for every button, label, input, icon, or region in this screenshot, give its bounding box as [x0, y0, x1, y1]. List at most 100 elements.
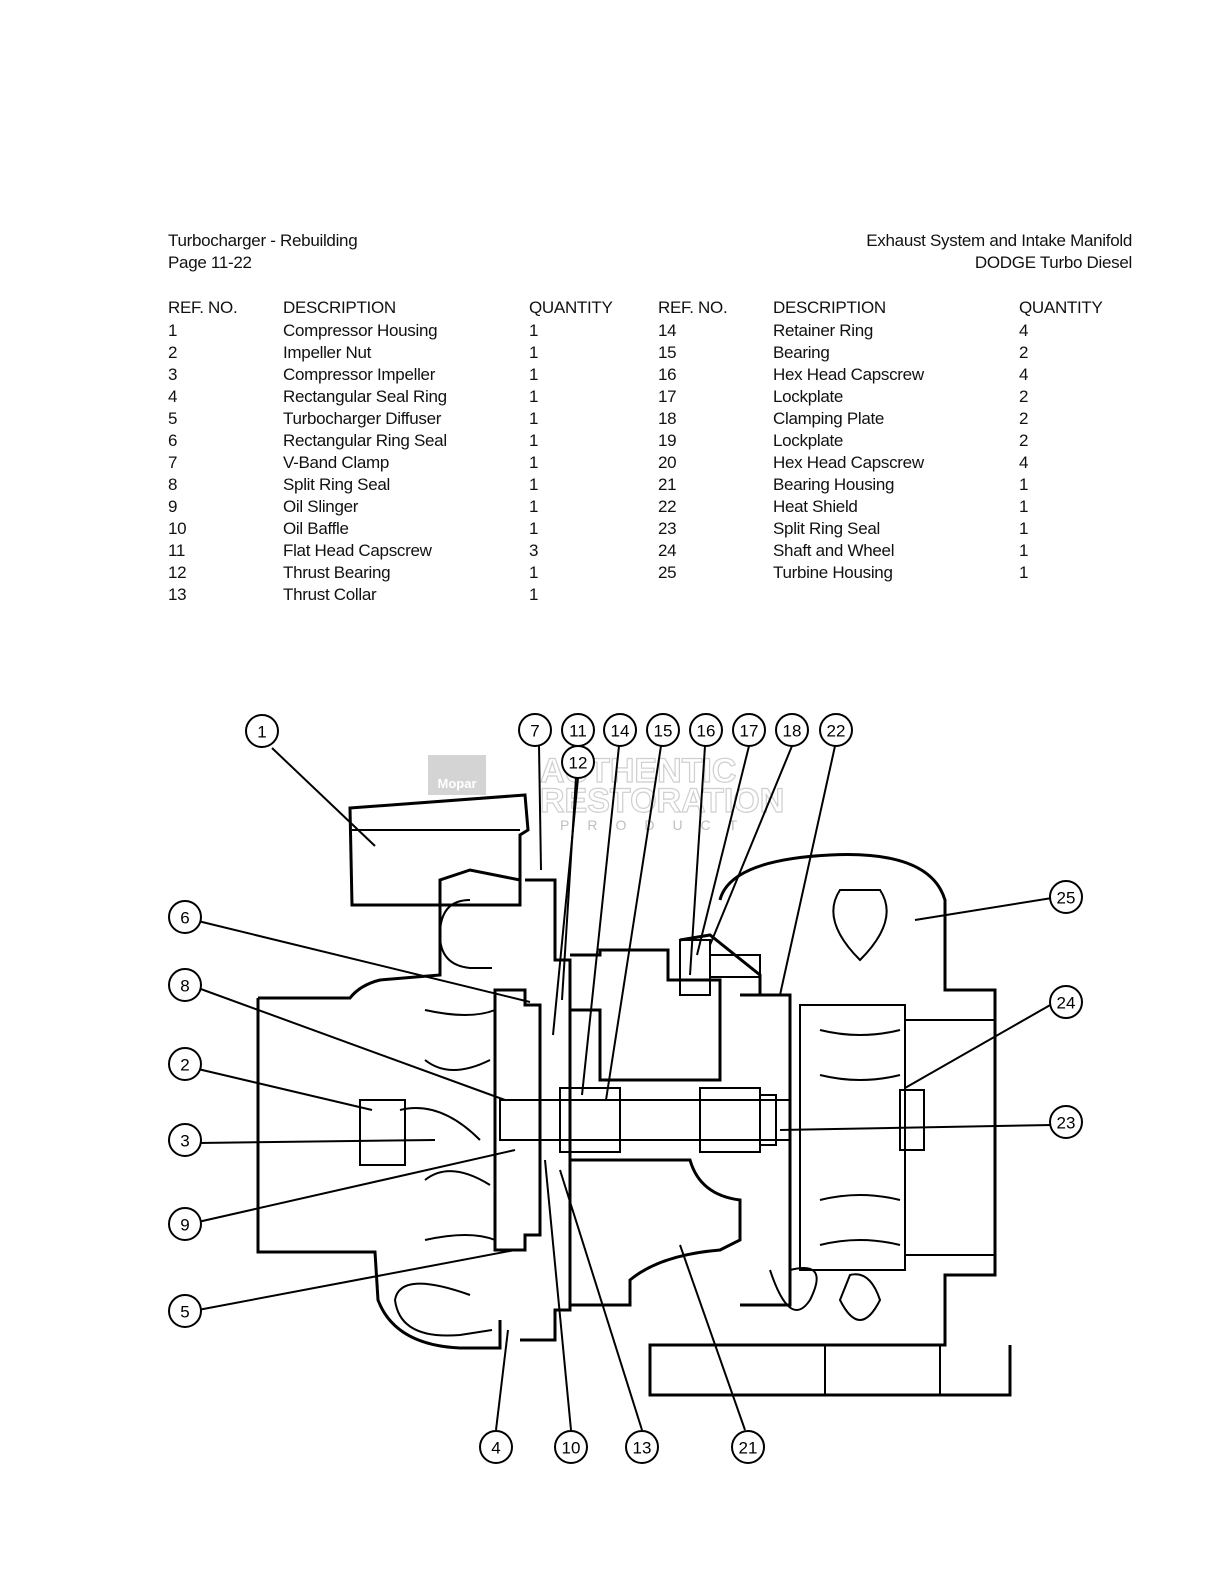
- watermark-brand: Mopar: [438, 776, 477, 791]
- description-cell: V-Band Clamp: [283, 453, 390, 472]
- description-cell: Turbocharger Diffuser: [283, 409, 442, 428]
- callout-number: 22: [827, 722, 846, 741]
- ref-cell: 3: [168, 365, 178, 384]
- callout-number: 23: [1057, 1114, 1076, 1133]
- ref-cell: 17: [658, 387, 677, 406]
- callout-1: 1: [245, 714, 279, 748]
- description-cell: Thrust Bearing: [283, 563, 391, 582]
- callout-25: 25: [1049, 880, 1083, 914]
- table-header-row: REF. NO. DESCRIPTION QUANTITY: [168, 296, 639, 320]
- description-cell: Retainer Ring: [773, 321, 874, 340]
- quantity-cell: 2: [1019, 409, 1029, 428]
- callout-9: 9: [168, 1207, 202, 1241]
- callout-number: 21: [739, 1439, 758, 1458]
- callout-number: 17: [740, 722, 759, 741]
- quantity-cell: 4: [1019, 453, 1029, 472]
- bearing-housing-top: [570, 948, 722, 1082]
- callout-circle: [689, 713, 723, 747]
- ref-cell: 25: [658, 563, 677, 582]
- callout-16: 16: [689, 713, 723, 747]
- callout-21: 21: [731, 1430, 765, 1464]
- bearing-housing-bottom: [570, 1158, 742, 1307]
- table-row: 2 Impeller Nut 1: [168, 342, 639, 364]
- callout-number: 25: [1057, 889, 1076, 908]
- callout-circle: [479, 1430, 513, 1464]
- ref-cell: 9: [168, 497, 178, 516]
- description-cell: Compressor Housing: [283, 321, 438, 340]
- description-cell: Thrust Collar: [283, 585, 377, 604]
- callout-circle: [554, 1430, 588, 1464]
- ref-cell: 5: [168, 409, 178, 428]
- quantity-cell: 1: [529, 563, 539, 582]
- quantity-cell: 1: [1019, 519, 1029, 538]
- manual-title: DODGE Turbo Diesel: [974, 253, 1132, 272]
- callout-7: 7: [518, 713, 552, 747]
- callout-circle: [646, 713, 680, 747]
- callout-circle: [603, 713, 637, 747]
- quantity-cell: 1: [1019, 563, 1029, 582]
- ref-cell: 21: [658, 475, 677, 494]
- quantity-cell: 2: [1019, 387, 1029, 406]
- description-cell: Bearing Housing: [773, 475, 895, 494]
- callout-number: 11: [569, 722, 587, 741]
- callout-number: 1: [257, 723, 266, 742]
- callout-circle: [775, 713, 809, 747]
- quantity-cell: 1: [529, 343, 539, 362]
- ref-cell: 24: [658, 541, 677, 560]
- col-desc-header: DESCRIPTION: [773, 298, 886, 317]
- shaft: [499, 1099, 791, 1141]
- ref-cell: 18: [658, 409, 677, 428]
- callout-circle: [1049, 985, 1083, 1019]
- ref-cell: 2: [168, 343, 178, 362]
- header-right: Exhaust System and Intake Manifold DODGE…: [866, 230, 1132, 274]
- description-cell: Split Ring Seal: [283, 475, 391, 494]
- callout-5: 5: [168, 1294, 202, 1328]
- callout-number: 8: [180, 977, 189, 996]
- callout-number: 5: [180, 1303, 189, 1322]
- impeller-nut: [359, 1099, 406, 1166]
- callout-number: 3: [180, 1132, 189, 1151]
- description-cell: Hex Head Capscrew: [773, 453, 924, 472]
- ref-cell: 22: [658, 497, 677, 516]
- description-cell: Bearing: [773, 343, 830, 362]
- description-cell: Flat Head Capscrew: [283, 541, 432, 560]
- callout-number: 12: [569, 754, 588, 773]
- table-header-row: REF. NO. DESCRIPTION QUANTITY: [658, 296, 1129, 320]
- watermark-line2: RESTORATION: [540, 782, 784, 820]
- quantity-cell: 1: [529, 585, 539, 604]
- quantity-cell: 1: [1019, 541, 1029, 560]
- callout-circle: [168, 1047, 202, 1081]
- callout-circle: [168, 1123, 202, 1157]
- col-ref-header: REF. NO.: [168, 298, 238, 317]
- watermark-logo-box: [428, 755, 486, 795]
- callout-number: 13: [633, 1439, 652, 1458]
- callout-circle: [168, 900, 202, 934]
- callout-circle: [561, 745, 595, 779]
- callout-number: 14: [611, 722, 630, 741]
- callout-3: 3: [168, 1123, 202, 1157]
- description-cell: Lockplate: [773, 431, 844, 450]
- ref-cell: 8: [168, 475, 178, 494]
- description-cell: Impeller Nut: [283, 343, 372, 362]
- description-cell: Oil Slinger: [283, 497, 359, 516]
- callout-number: 24: [1057, 994, 1076, 1013]
- quantity-cell: 2: [1019, 343, 1029, 362]
- watermark-line3: PRODUCT: [560, 817, 755, 833]
- chapter-title: Exhaust System and Intake Manifold: [866, 231, 1132, 250]
- quantity-cell: 1: [1019, 497, 1029, 516]
- ref-cell: 14: [658, 321, 677, 340]
